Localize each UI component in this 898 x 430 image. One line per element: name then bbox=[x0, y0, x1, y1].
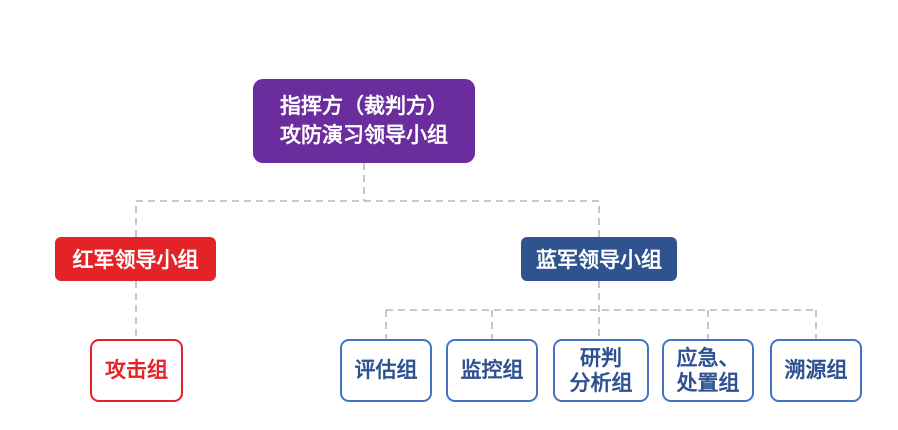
node-monitoring-group: 监控组 bbox=[446, 339, 538, 402]
node-blue-team-leadership-group: 蓝军领导小组 bbox=[521, 237, 677, 281]
node-analysis-group: 研判 分析组 bbox=[553, 339, 649, 402]
node-red-team-leadership-group: 红军领导小组 bbox=[55, 237, 216, 281]
node-attack-group: 攻击组 bbox=[90, 339, 183, 402]
node-emergency-response-group: 应急、 处置组 bbox=[662, 339, 754, 402]
node-trace-source-group: 溯源组 bbox=[770, 339, 862, 402]
connector-branch-elbow bbox=[135, 200, 600, 237]
node-command-leadership-group: 指挥方（裁判方） 攻防演习领导小组 bbox=[253, 79, 475, 163]
node-evaluation-group: 评估组 bbox=[340, 339, 432, 402]
